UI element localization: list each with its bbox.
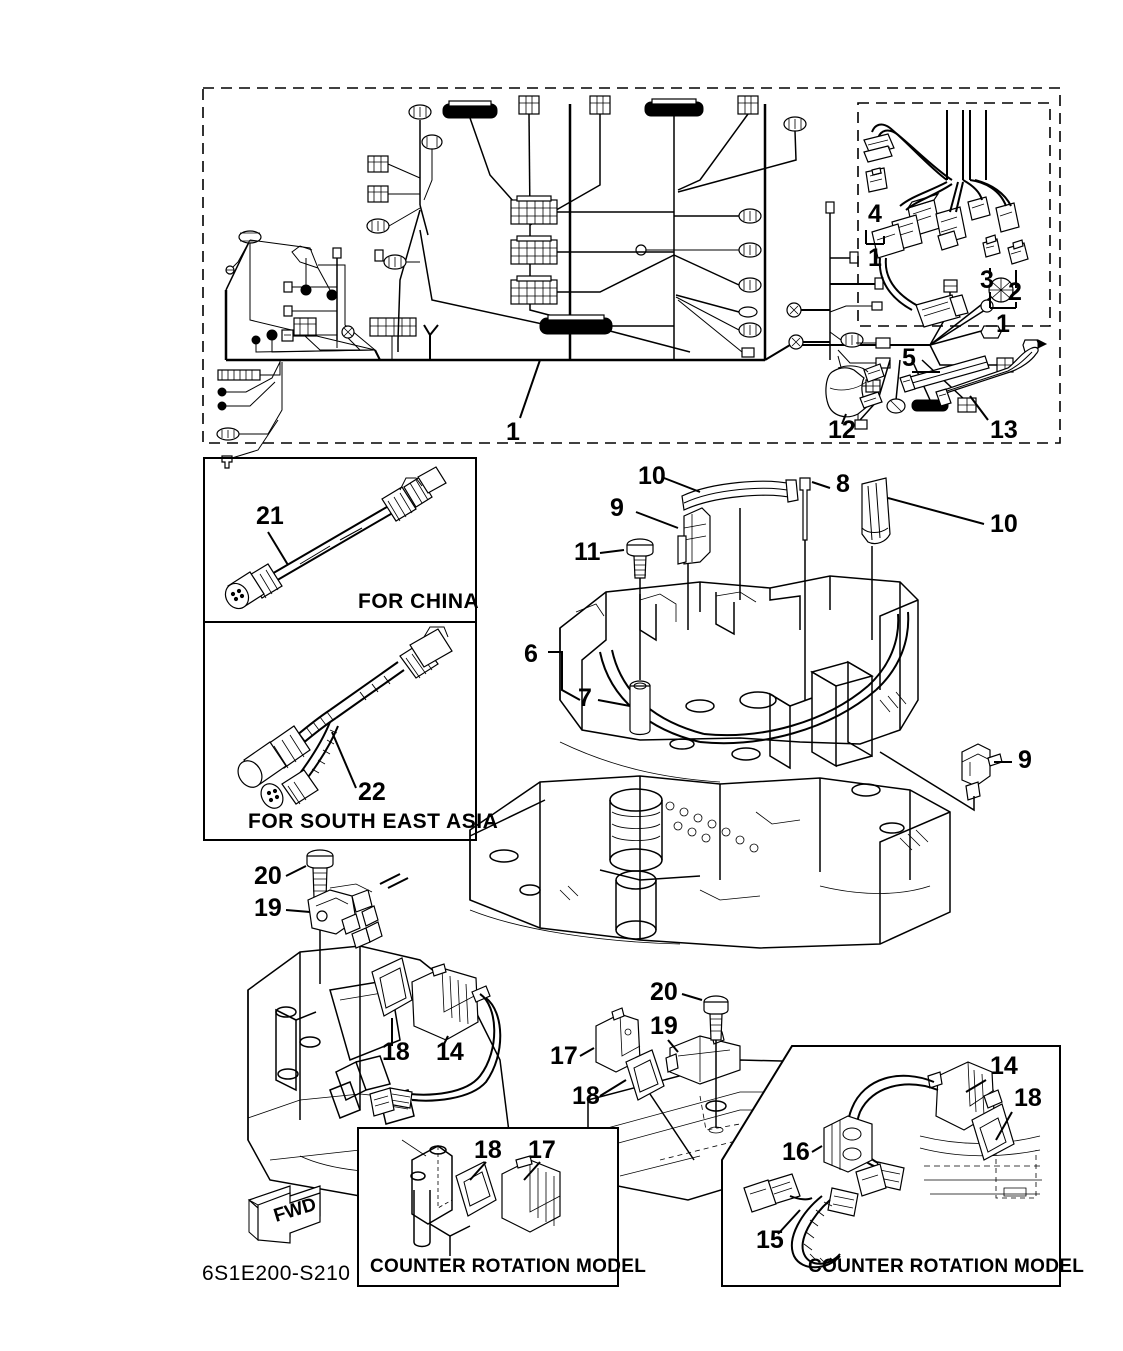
callout-6-7: 6 7 xyxy=(524,640,631,712)
callout-label: 20 xyxy=(650,978,678,1006)
part-18-gasket-left: 18 xyxy=(371,957,413,1066)
part-20-bolt-left: 20 xyxy=(254,849,334,984)
connector-panel-callouts: 4 1 3 2 1 xyxy=(865,200,1022,338)
part-10-moulding-right: 10 xyxy=(861,477,1018,640)
part-14-rectifier-left: 14 xyxy=(369,963,502,1117)
callout-label: 10 xyxy=(990,510,1018,538)
callout-label: 1 xyxy=(868,244,882,272)
harness-left-branches xyxy=(216,230,439,469)
callout-label: 5 xyxy=(902,344,916,372)
part-18-gasket-center: 18 xyxy=(572,1049,695,1161)
callout-label: 9 xyxy=(1018,746,1032,774)
harness-center-terminals xyxy=(281,247,342,348)
clamp-12: 12 xyxy=(825,363,885,444)
main-wire-harness-panel: 1 xyxy=(202,87,1061,469)
crr-drawing: 14 18 16 xyxy=(743,1052,1042,1269)
callout-label: 18 xyxy=(474,1136,502,1164)
callout-label: 12 xyxy=(828,416,856,444)
callout-label: 14 xyxy=(436,1038,464,1066)
clamp-and-tie-group: 12 5 13 xyxy=(825,344,1039,444)
part-9-clip-lower: 9 xyxy=(879,743,1032,812)
callout-label: 19 xyxy=(254,894,282,922)
crl-drawing: 18 17 xyxy=(401,1136,561,1256)
callout-label: 19 xyxy=(650,1012,678,1040)
drawing-number: 6S1E200-S210 xyxy=(202,1262,350,1285)
part-7-bush xyxy=(629,680,651,736)
callout-label: 11 xyxy=(574,538,601,566)
part-11-bolt: 11 xyxy=(574,538,654,680)
for-south-east-asia-label: FOR SOUTH EAST ASIA xyxy=(248,810,498,833)
bracket-body xyxy=(469,575,951,949)
for-china-label: FOR CHINA xyxy=(358,590,479,613)
connector-subassembly-panel: 4 1 3 2 1 xyxy=(857,102,1051,338)
harness-right-connectors xyxy=(510,195,762,358)
callout-label: 21 xyxy=(256,502,284,530)
callout-label: 17 xyxy=(550,1042,578,1070)
callout-label: 22 xyxy=(358,778,386,806)
counter-rotation-left-panel: 18 17 COUNTER ROTATION MODEL xyxy=(357,1127,646,1287)
callout-label: 13 xyxy=(990,416,1018,444)
lower-left-casting xyxy=(247,945,511,1197)
callout-label: 7 xyxy=(578,684,592,712)
cable-tie-5: 5 xyxy=(899,344,990,393)
part-10-seal-upper: 10 xyxy=(638,462,799,600)
callout-label: 17 xyxy=(528,1136,556,1164)
sea-cable-22: 22 xyxy=(237,626,453,809)
part-19-bracket-left: 19 xyxy=(254,873,409,949)
callout-label: 1 xyxy=(506,418,520,446)
part-20-bolt-center: 20 xyxy=(650,978,729,1134)
part-8-pin: 8 xyxy=(799,470,850,700)
callout-label: 10 xyxy=(638,462,666,490)
part-19-bracket-center: 19 xyxy=(650,1012,741,1085)
connector-bundle xyxy=(863,110,1029,328)
harness-upper-left-connectors xyxy=(366,104,571,352)
for-south-east-asia-panel: 22 FOR SOUTH EAST ASIA xyxy=(203,621,498,841)
cable-tie-13: 13 xyxy=(935,346,1039,444)
part-9-clip-upper: 9 xyxy=(610,494,711,630)
callout-label: 6 xyxy=(524,640,538,668)
callout-label: 20 xyxy=(254,862,282,890)
lower-left-assembly: 20 19 18 xyxy=(247,849,511,1197)
callout-label: 8 xyxy=(836,470,850,498)
counter-rotation-right-label: COUNTER ROTATION MODEL xyxy=(808,1256,1084,1277)
callout-label: 18 xyxy=(572,1082,600,1110)
callout-label: 9 xyxy=(610,494,624,522)
counter-rotation-left-label: COUNTER ROTATION MODEL xyxy=(370,1256,646,1277)
fwd-marker: FWD xyxy=(247,1185,321,1244)
callout-label: 3 xyxy=(980,266,994,294)
callout-label: 16 xyxy=(782,1138,810,1166)
callout-label: 1 xyxy=(996,310,1010,338)
callout-label: 15 xyxy=(756,1226,784,1254)
callout-label: 18 xyxy=(1014,1084,1042,1112)
callout-label: 2 xyxy=(1008,278,1022,306)
callout-1-main-harness: 1 xyxy=(506,359,541,446)
callout-label: 4 xyxy=(868,200,882,228)
china-cable-21: 21 xyxy=(224,466,447,610)
counter-rotation-right-panel: 14 18 16 xyxy=(721,1045,1084,1287)
engine-bracket-assembly: 10 8 10 9 xyxy=(469,462,1032,949)
callout-label: 18 xyxy=(382,1038,410,1066)
callout-label: 14 xyxy=(990,1052,1018,1080)
